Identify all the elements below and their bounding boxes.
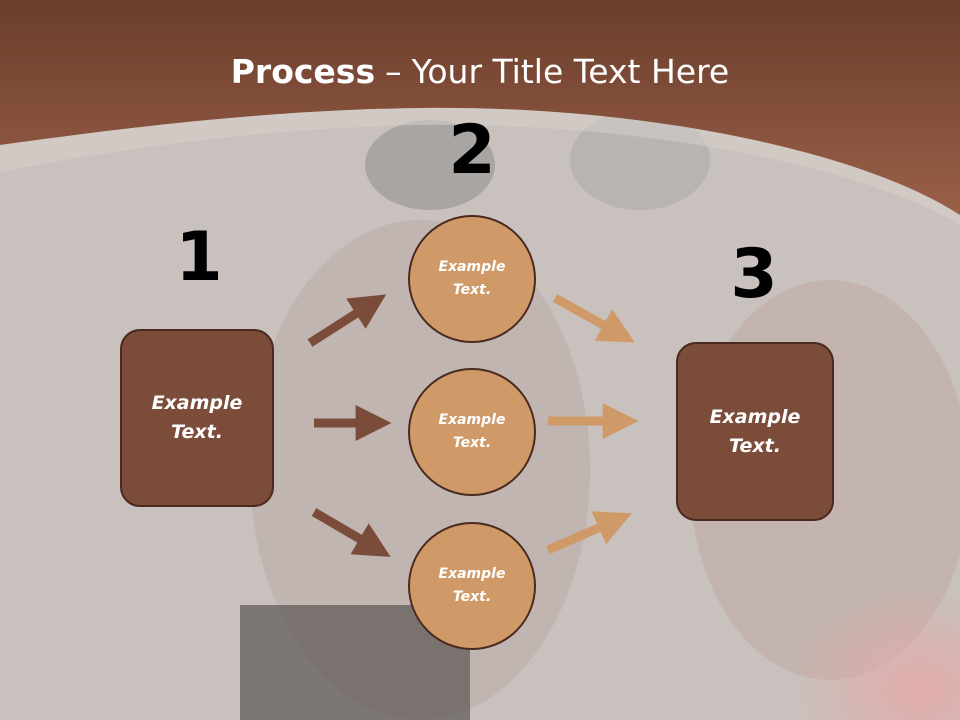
process-circle-bottom: Example Text. xyxy=(408,522,536,650)
step-number-3: 3 xyxy=(730,235,778,314)
header-curve-highlight xyxy=(0,107,960,225)
header-band xyxy=(0,0,960,215)
process-circle-top: Example Text. xyxy=(408,215,536,343)
title-rest: Your Title Text Here xyxy=(411,52,730,91)
title-dash: – xyxy=(385,52,402,91)
slide-title: Process–Your Title Text Here xyxy=(0,52,960,91)
step-number-2: 2 xyxy=(448,111,496,190)
process-box-left-text: Example Text. xyxy=(151,392,243,443)
process-box-right: Example Text. xyxy=(676,342,834,521)
photo-red-shirt xyxy=(700,520,960,720)
process-circle-bottom-text: Example Text. xyxy=(438,566,506,605)
step-number-1: 1 xyxy=(175,218,223,297)
process-box-left: Example Text. xyxy=(120,329,274,507)
photo-dumbbell-left xyxy=(365,120,495,210)
process-circle-middle: Example Text. xyxy=(408,368,536,496)
process-box-right-text: Example Text. xyxy=(709,405,801,457)
title-bold: Process xyxy=(230,52,376,91)
process-circle-middle-text: Example Text. xyxy=(438,412,506,451)
process-circle-top-text: Example Text. xyxy=(438,259,506,298)
